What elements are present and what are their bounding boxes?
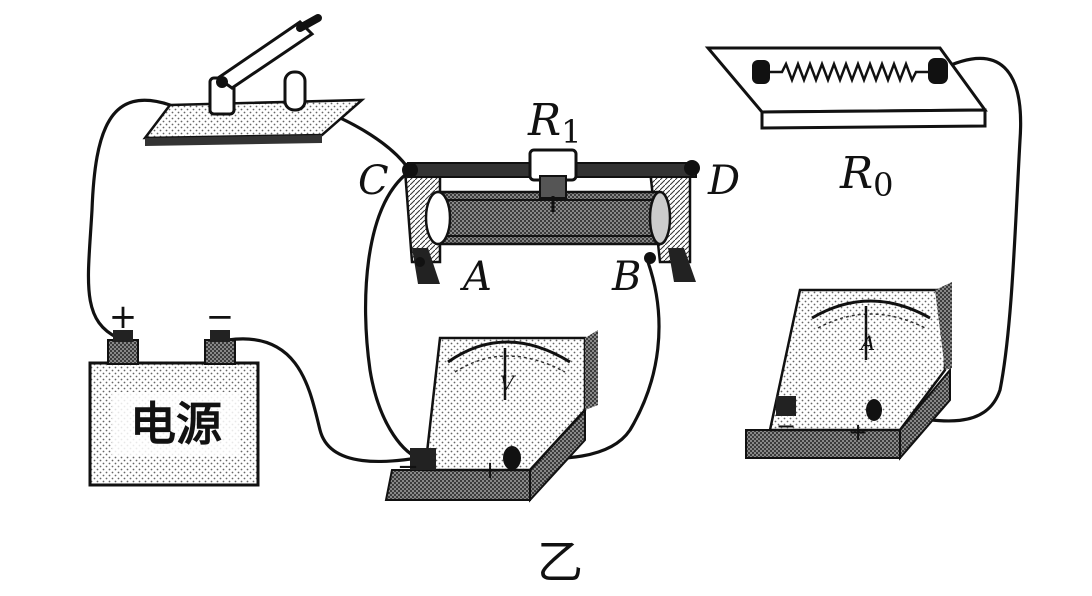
voltmeter-plus-label: + — [480, 456, 500, 484]
battery-plus-label: + — [109, 297, 138, 337]
voltmeter-minus-label: − — [397, 452, 419, 482]
voltmeter-symbol: V — [500, 371, 517, 395]
figure-caption: 乙 — [537, 535, 583, 589]
r0-left-terminal — [752, 60, 770, 84]
r0-coil — [770, 60, 928, 84]
knife-switch — [142, 14, 366, 146]
label-r1-letter: R — [527, 95, 561, 146]
terminal-b — [644, 252, 656, 264]
ammeter-symbol: A — [859, 331, 875, 355]
label-d: D — [707, 158, 740, 204]
ammeter-face — [768, 288, 947, 432]
voltmeter-plus-terminal — [503, 446, 521, 470]
label-r0-letter: R — [839, 148, 873, 199]
label-a: A — [459, 254, 492, 300]
label-r1-subscript: 1 — [561, 113, 581, 151]
rheostat-r1 — [402, 148, 700, 284]
battery-plus-terminal — [107, 339, 139, 365]
terminal-a — [415, 257, 425, 267]
terminal-c — [402, 162, 418, 178]
wire-switch-to-battery-plus — [86, 98, 172, 340]
power-supply-label: 电源 — [130, 397, 222, 451]
wire-battery-minus-to-voltmeter — [226, 337, 420, 464]
label-r0-subscript: 0 — [873, 166, 893, 204]
battery-minus-label: − — [206, 297, 235, 337]
ammeter: A − + — [745, 282, 952, 461]
wire-c-to-voltmeter — [363, 173, 420, 460]
labels: R1 R0 C D A B 乙 — [358, 95, 894, 589]
rheostat-left-leg — [412, 248, 440, 284]
ammeter-minus-terminal — [776, 396, 796, 416]
rheostat-right-leg — [668, 248, 696, 282]
terminal-d — [684, 160, 700, 176]
switch-base — [142, 98, 366, 140]
ammeter-base — [745, 429, 901, 459]
r0-right-terminal — [928, 58, 948, 84]
wire-r0-to-ammeter — [878, 56, 1023, 423]
resistor-r0 — [704, 46, 988, 130]
switch-clip-post — [283, 70, 307, 112]
ammeter-plus-label: + — [848, 418, 868, 446]
voltmeter-minus-terminal — [410, 448, 436, 470]
voltmeter: V − + — [384, 330, 598, 503]
rheostat-slider — [528, 148, 578, 212]
ammeter-minus-label: − — [776, 412, 796, 440]
label-r0: R0 — [839, 148, 894, 204]
battery-minus-terminal — [204, 339, 236, 365]
label-c: C — [358, 158, 389, 204]
label-r1: R1 — [527, 95, 582, 151]
label-b: B — [611, 254, 641, 300]
ammeter-plus-terminal — [866, 399, 882, 421]
power-supply: + − 电源 — [88, 297, 260, 487]
